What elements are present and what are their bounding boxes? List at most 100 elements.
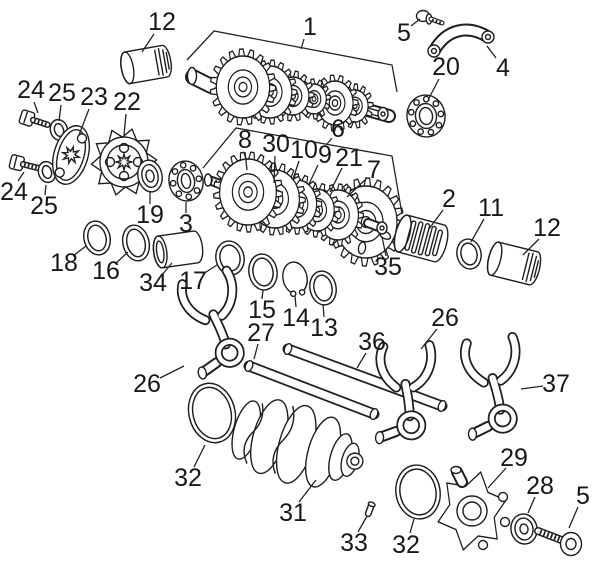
ball-bearing xyxy=(168,160,204,202)
part-label-37: 37 xyxy=(542,370,570,398)
part-label-12: 12 xyxy=(533,214,561,242)
part-label-16: 16 xyxy=(92,257,120,285)
leader-line xyxy=(58,104,62,122)
leader-line xyxy=(527,496,536,514)
leader-line xyxy=(160,262,173,277)
leader-line xyxy=(520,385,544,390)
ball-bearing xyxy=(406,94,446,138)
leader-line xyxy=(33,101,39,114)
leader-line xyxy=(428,209,444,230)
part-label-6: 6 xyxy=(331,115,345,143)
leader-line xyxy=(123,113,127,136)
part-label-24: 24 xyxy=(17,76,45,104)
leader-line xyxy=(244,151,248,171)
leader-line xyxy=(159,365,185,379)
leader-line xyxy=(329,167,343,193)
part-label-14: 14 xyxy=(282,304,310,332)
part-label-25: 25 xyxy=(30,192,58,220)
part-label-4: 4 xyxy=(496,54,510,82)
part-label-26: 26 xyxy=(133,370,161,398)
gear xyxy=(212,151,284,233)
leader-layer xyxy=(17,18,579,534)
shift-fork-rod xyxy=(282,342,448,413)
part-label-3: 3 xyxy=(179,210,193,238)
bolt xyxy=(534,527,583,557)
bolt xyxy=(8,154,41,172)
part-label-33: 33 xyxy=(340,529,368,557)
shift-fork-rod xyxy=(243,360,380,420)
ring-washer xyxy=(82,220,112,256)
part-label-18: 18 xyxy=(50,249,78,277)
part-label-31: 31 xyxy=(279,499,307,527)
bolt xyxy=(415,9,445,26)
leader-line xyxy=(381,236,387,257)
leader-line xyxy=(357,515,368,533)
detent-pin xyxy=(364,501,376,518)
part-label-32: 32 xyxy=(174,464,202,492)
part-label-22: 22 xyxy=(113,88,141,116)
shaft-tip xyxy=(377,106,389,122)
shift-cam-plate xyxy=(437,465,511,551)
part-label-8: 8 xyxy=(238,126,252,154)
input-shaft-assembly xyxy=(185,48,396,132)
leader-line xyxy=(114,251,129,265)
shift-fork xyxy=(464,337,521,441)
part-label-2: 2 xyxy=(442,185,456,213)
leader-line xyxy=(273,155,276,184)
leader-line xyxy=(522,238,540,256)
ring-washer xyxy=(121,224,151,262)
leader-line xyxy=(193,444,206,468)
leader-line xyxy=(346,178,367,198)
shaft-tip xyxy=(376,221,388,235)
part-label-21: 21 xyxy=(335,144,363,172)
part-label-34: 34 xyxy=(139,269,167,297)
leader-line xyxy=(253,343,259,360)
leader-line xyxy=(72,245,87,257)
o-ring xyxy=(187,382,237,444)
spacer-bushing xyxy=(152,230,204,269)
part-label-35: 35 xyxy=(374,253,402,281)
gear xyxy=(209,48,277,126)
washer xyxy=(510,513,538,545)
part-label-20: 20 xyxy=(432,53,460,81)
bracket-line xyxy=(202,127,403,215)
leader-line xyxy=(356,352,367,369)
bolt xyxy=(18,109,51,128)
part-label-13: 13 xyxy=(310,314,338,342)
leader-line xyxy=(292,160,300,180)
leader-line xyxy=(261,289,264,300)
part-label-5: 5 xyxy=(397,19,411,47)
part-label-30: 30 xyxy=(262,130,290,158)
shift-drum xyxy=(231,399,364,488)
retainer-bracket xyxy=(427,23,495,58)
leader-line xyxy=(44,184,47,196)
leader-line xyxy=(486,45,497,59)
part-label-17: 17 xyxy=(179,267,207,295)
o-ring xyxy=(395,464,441,520)
leader-line xyxy=(298,479,317,503)
part-label-9: 9 xyxy=(318,141,332,169)
needle-bushing xyxy=(120,44,172,85)
bracket-line xyxy=(186,30,398,93)
needle-bushing xyxy=(486,241,542,286)
part-label-19: 19 xyxy=(136,201,164,229)
ring-washer xyxy=(456,238,482,270)
leader-line xyxy=(487,467,507,489)
part-label-12: 12 xyxy=(148,8,176,36)
leader-line xyxy=(326,137,333,145)
leader-line xyxy=(141,33,155,53)
retainer-plate xyxy=(51,125,91,185)
part-label-29: 29 xyxy=(500,444,528,472)
part-label-15: 15 xyxy=(248,296,276,324)
ring-washer xyxy=(248,253,278,291)
part-label-36: 36 xyxy=(358,328,386,356)
part-label-28: 28 xyxy=(526,472,554,500)
part-label-7: 7 xyxy=(367,156,381,184)
leader-line xyxy=(470,218,485,243)
part-label-25: 25 xyxy=(48,79,76,107)
part-label-10: 10 xyxy=(290,136,318,164)
leader-line xyxy=(322,303,325,318)
leader-line xyxy=(17,171,25,182)
